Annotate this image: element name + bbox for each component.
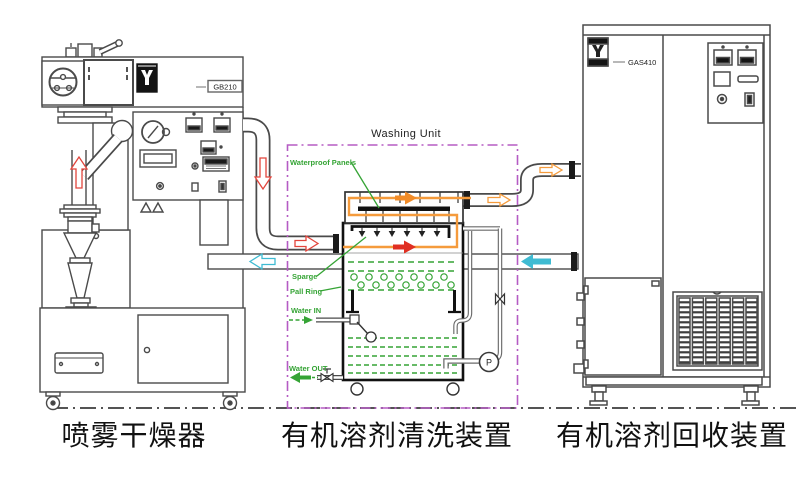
tank-foot-icon [350,382,364,396]
control-panel [132,111,244,201]
recovery-model-label: GAS410 [628,58,656,67]
duct-flange [571,252,577,271]
recovery-unit-caption: 有机溶剂回收装置 [555,420,788,451]
hot-air-right-arrow [294,234,320,253]
water-out-arrow [290,372,311,383]
knob-icon [716,93,728,105]
washing-unit-boundary [286,144,519,409]
washing-tank [341,191,471,396]
up-flow-arrow [69,155,89,189]
washing-unit-caption: 有机溶剂清洗装置 [280,420,513,451]
pall-ring-label: Pall Ring [290,287,323,296]
valve-icon [494,292,506,306]
annotations: Waterproof Panels Sparge Pall Ring Water… [289,158,380,373]
recovery-unit [573,24,771,406]
water-in-label: Water IN [291,306,321,315]
pump-icon [478,351,500,373]
recirculation-circuit [443,226,506,373]
gas-flow-path [343,196,471,249]
recovery-control-panel [707,42,764,124]
pressure-gauge-icon [141,120,171,144]
door-handle-icon [143,346,151,354]
spray-dryer [39,39,246,411]
duct-flange [569,161,575,179]
brand-logo-icon [587,37,609,67]
waterproof-panels-label: Waterproof Panels [290,158,356,167]
valve-icon [320,368,334,383]
return-air-arrow [248,252,276,271]
return-air-arrow [521,254,551,269]
spray-dryer-model-label: GB210 [213,83,236,92]
leveling-foot-icon [589,385,760,406]
pall-ring-bed [350,273,455,289]
water-fittings [289,314,377,383]
float-ball-icon [365,331,377,343]
baffle [358,206,450,211]
solvent-vapor-arrow [539,162,564,178]
waterproof-panels [365,211,450,222]
water-out-label: Water OUT [289,364,328,373]
solvent-vapor-arrow [487,192,512,208]
gas-flow-arrow [395,191,417,205]
duct-flange [333,234,339,253]
sparge-pipe [350,225,451,238]
peristaltic-pump-icon [48,67,78,97]
pump-label: P [486,358,492,368]
vent-grille-icon [672,291,763,371]
brand-logo-icon [136,63,158,93]
caster-wheel-icon [45,391,238,411]
sparge-label: Sparge [292,272,317,281]
nozzle-assembly-icon [65,39,123,58]
warning-triangle-icon [139,201,153,213]
washing-unit-title: Washing Unit [371,128,441,140]
recovery-door [584,277,662,376]
spray-dryer-caption: 喷雾干燥器 [61,420,207,451]
liquid-level-lines [348,261,458,291]
switch-icon [744,92,755,107]
water-in-arrow [304,316,313,324]
gas-flow-arrow [393,240,416,254]
duct-flange [464,191,470,209]
warning-triangle-icon [151,201,165,213]
tank-foot-icon [446,382,460,396]
hot-air-down-arrow [253,157,273,191]
